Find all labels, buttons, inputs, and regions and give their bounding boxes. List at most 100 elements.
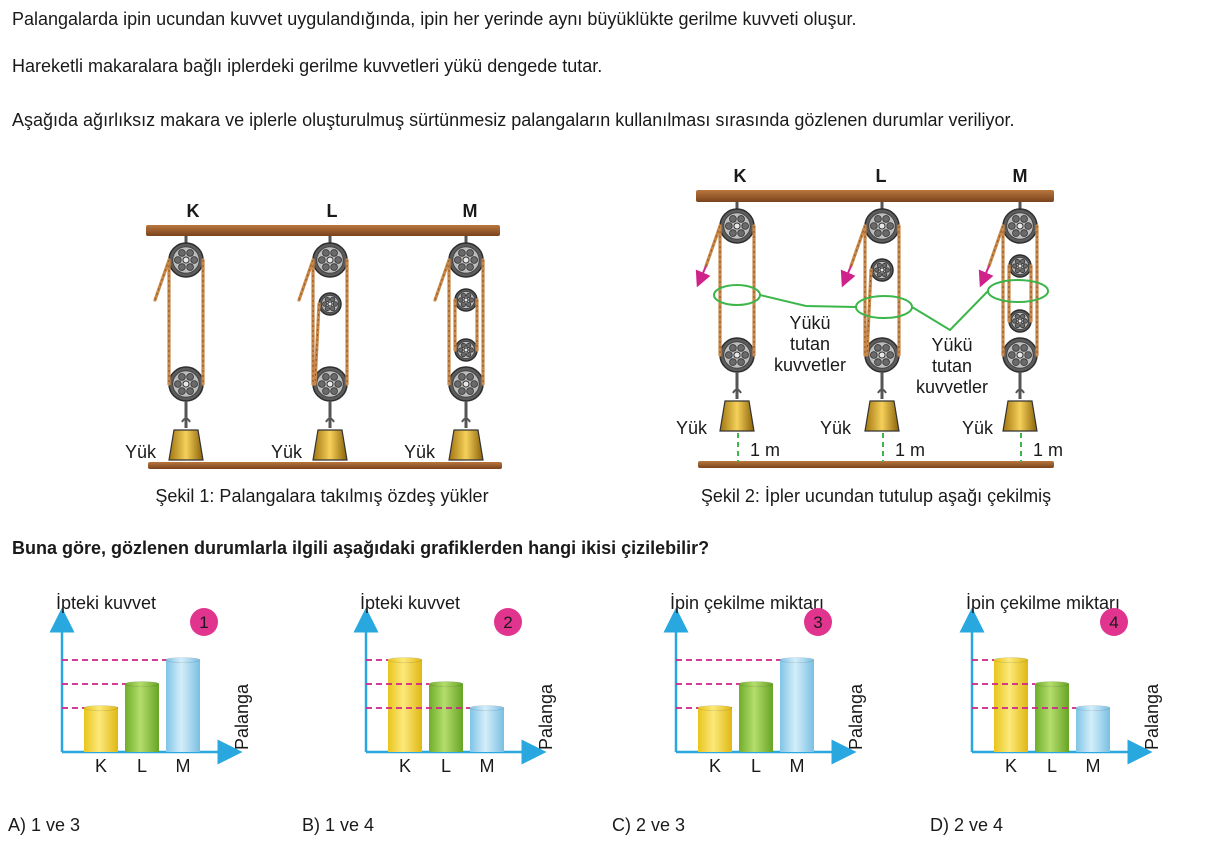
movable-pulley [1002,337,1038,373]
pull-arrow [840,265,856,288]
movable-pulley [168,366,204,402]
intro-paragraph-3: Aşağıda ağırlıksız makara ve iplerle olu… [12,110,1015,130]
chart-1-bar-m [166,660,200,752]
chart-2-xlabel: Palanga [536,683,556,750]
fig1-load-label-l: Yük [271,442,303,462]
movable-pulley [448,366,484,402]
chart-1-badge [190,608,218,636]
load-l [864,388,900,432]
chart-3-xlabel: Palanga [846,683,866,750]
fig2-distance-m: 1 m [1033,440,1063,460]
callout-right-line-1: Yükü [931,335,972,355]
fixed-pulley-large [312,242,348,278]
intro-paragraph-1: Palangalarda ipin ucundan kuvvet uygulan… [12,9,857,29]
floor-line [148,462,502,469]
chart-2-ylabel: İpteki kuvvet [360,593,460,613]
chart-4-tick-m: M [1086,756,1101,776]
chart-4-tick-k: K [1005,756,1017,776]
load-k [719,388,755,432]
callout-right-line-2: tutan [932,356,972,376]
figure-1: K L M Yük Yük Yük Şekil 1: Palangalara t… [125,201,502,506]
movable-pulley-small [1008,309,1032,333]
pull-arrow [695,265,711,288]
fixed-pulley-small [1008,254,1032,278]
chart-4-badge-number: 4 [1109,613,1118,632]
fixed-pulley-small [318,292,342,316]
fig2-load-label-m: Yük [962,418,994,438]
movable-pulley [864,337,900,373]
callout-line-right [911,290,989,332]
chart-2-tick-k: K [399,756,411,776]
fig2-label-l: L [876,166,887,186]
intro-paragraph-2: Hareketli makaralara bağlı iplerdeki ger… [12,56,603,76]
chart-3-tick-k: K [709,756,721,776]
fig1-pulley-systems [153,236,485,461]
movable-pulley-small [454,338,478,362]
chart-1-bar-l [125,684,159,752]
ceiling-beam-2 [696,190,1054,202]
callout-right-line-3: kuvvetler [916,377,988,397]
callout-left-line-3: kuvvetler [774,355,846,375]
chart-1-badge-number: 1 [199,613,208,632]
load-m [448,417,484,461]
option-c[interactable]: C) 2 ve 3 [612,815,686,835]
chart-4-bar-k [994,660,1028,752]
load-l [312,417,348,461]
chart-1-tick-m: M [176,756,191,776]
fixed-pulley-small [454,288,478,312]
fig2-load-label-k: Yük [676,418,708,438]
option-b[interactable]: B) 1 ve 4 [302,815,375,835]
fig2-load-label-l: Yük [820,418,852,438]
fixed-pulley-large [864,208,900,244]
chart-2-tick-l: L [441,756,451,776]
option-a[interactable]: A) 1 ve 3 [8,815,81,835]
fig2-distance-l: 1 m [895,440,925,460]
force-callouts [713,279,1049,332]
chart-2-bar-l [429,684,463,752]
chart-2-bar-k [388,660,422,752]
fig2-caption: Şekil 2: İpler ucundan tutulup aşağı çek… [701,486,1051,506]
movable-pulley [719,337,755,373]
floor-line-2 [698,461,1054,468]
chart-3-tick-m: M [790,756,805,776]
callout-line-left [759,294,857,308]
fixed-pulley-large [1002,208,1038,244]
chart-4-bar-m [1076,708,1110,752]
fig2-label-m: M [1013,166,1028,186]
ceiling-beam [146,225,500,236]
fig1-caption: Şekil 1: Palangalara takılmış özdeş yükl… [155,486,488,506]
fixed-pulley-small [870,258,894,282]
option-d[interactable]: D) 2 ve 4 [930,815,1004,835]
pull-arrow [978,265,994,288]
load-m [1002,388,1038,432]
distance-markers [737,433,1022,462]
fixed-pulley [719,208,755,244]
callout-left-line-1: Yükü [789,313,830,333]
fig2-distance-k: 1 m [750,440,780,460]
figure-2: K L M Yükü tutan kuvvetler Yükü tutan ku… [676,166,1063,506]
chart-4-ylabel: İpin çekilme miktarı [966,593,1120,613]
fig1-label-k: K [187,201,200,221]
movable-pulley [312,366,348,402]
chart-3-tick-l: L [751,756,761,776]
load-k [168,417,204,461]
chart-1-tick-l: L [137,756,147,776]
chart-4-tick-l: L [1047,756,1057,776]
chart-2-badge [494,608,522,636]
fig2-pulley-systems [695,202,1039,432]
chart-1-xlabel: Palanga [232,683,252,750]
fixed-pulley [168,242,204,278]
chart-1-tick-k: K [95,756,107,776]
chart-4-badge [1100,608,1128,636]
chart-1-ylabel: İpteki kuvvet [56,593,156,613]
chart-3-badge-number: 3 [813,613,822,632]
fig1-label-l: L [327,201,338,221]
chart-1-bar-k [84,708,118,752]
callout-ellipse-m [987,279,1049,303]
question-text: Buna göre, gözlenen durumlarla ilgili aş… [12,538,710,558]
chart-3-bar-m [780,660,814,752]
